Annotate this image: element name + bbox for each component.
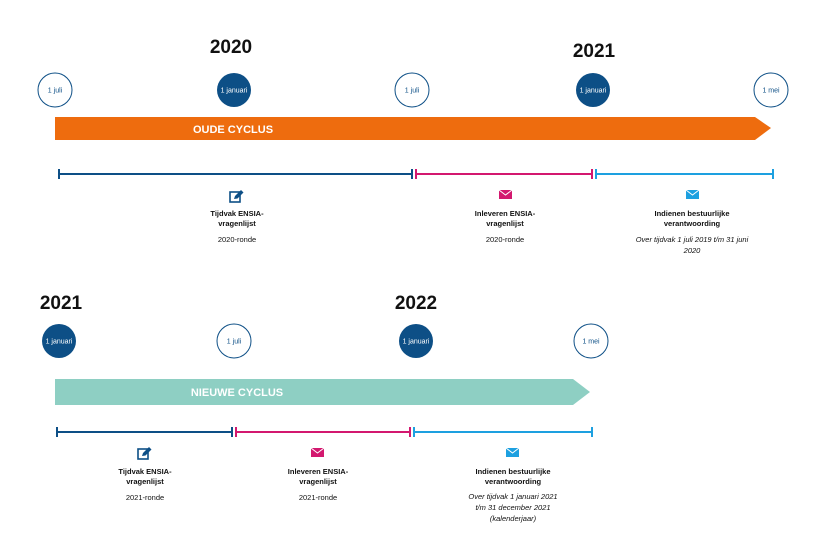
date-node-filled: 1 januari [217, 73, 251, 107]
phase-title: vragenlijst [299, 477, 337, 486]
date-node-outline: 1 juli [216, 323, 252, 359]
pencil-edit-icon [137, 447, 152, 460]
phase-title: Indienen bestuurlijke [654, 209, 729, 218]
phase-subtitle: 2020 [683, 246, 702, 255]
envelope-icon [505, 447, 520, 457]
phase-subtitle: Over tijdvak 1 juli 2019 t/m 31 juni [636, 235, 749, 244]
date-node-filled: 1 januari [399, 324, 433, 358]
cycle-banner-label: NIEUWE CYCLUS [191, 387, 283, 399]
year-label: 2021 [40, 293, 83, 314]
date-node-label: 1 mei [762, 88, 780, 95]
phase-subtitle: t/m 31 december 2021 [475, 503, 550, 512]
phase-title: verantwoording [664, 219, 721, 228]
phase-subtitle: 2021-ronde [126, 493, 164, 502]
phase-track [58, 169, 774, 179]
phase-subtitle: Over tijdvak 1 januari 2021 [468, 492, 557, 501]
date-node-label: 1 juli [405, 88, 420, 95]
phase-title: Indienen bestuurlijke [475, 467, 550, 476]
phase-subtitle: 2020-ronde [218, 235, 256, 244]
date-node-label: 1 januari [403, 339, 430, 346]
phase-track [56, 427, 593, 437]
cycle-banner-arrow [55, 379, 590, 405]
year-label: 2020 [210, 37, 252, 58]
envelope-icon [498, 189, 513, 199]
envelope-icon [685, 189, 700, 199]
phase-title: Tijdvak ENSIA- [118, 467, 172, 476]
date-node-label: 1 januari [580, 88, 607, 95]
date-node-label: 1 januari [46, 339, 73, 346]
phase-title: vragenlijst [486, 219, 524, 228]
date-node-label: 1 juli [227, 339, 242, 346]
date-node-label: 1 juli [48, 88, 63, 95]
phase-subtitle: 2021-ronde [299, 493, 337, 502]
date-node-filled: 1 januari [42, 324, 76, 358]
date-node-outline: 1 mei [753, 72, 789, 108]
year-label: 2022 [395, 293, 437, 314]
date-node-label: 1 mei [582, 339, 600, 346]
date-node-outline: 1 juli [394, 72, 430, 108]
date-node-outline: 1 mei [573, 323, 609, 359]
phase-title: verantwoording [485, 477, 542, 486]
date-node-filled: 1 januari [576, 73, 610, 107]
phase-title: Inleveren ENSIA- [288, 467, 349, 476]
phase-title: Tijdvak ENSIA- [210, 209, 264, 218]
date-node-outline: 1 juli [37, 72, 73, 108]
cycle-banner-arrow [55, 117, 771, 140]
envelope-icon [310, 447, 325, 457]
cycle-banner-label: OUDE CYCLUS [193, 124, 273, 136]
date-node-label: 1 januari [221, 88, 248, 95]
phase-subtitle: (kalenderjaar) [490, 514, 537, 523]
phase-subtitle: 2020-ronde [486, 235, 524, 244]
year-label: 2021 [573, 41, 616, 62]
pencil-edit-icon [229, 190, 244, 203]
phase-title: vragenlijst [218, 219, 256, 228]
phase-title: Inleveren ENSIA- [475, 209, 536, 218]
phase-title: vragenlijst [126, 477, 164, 486]
